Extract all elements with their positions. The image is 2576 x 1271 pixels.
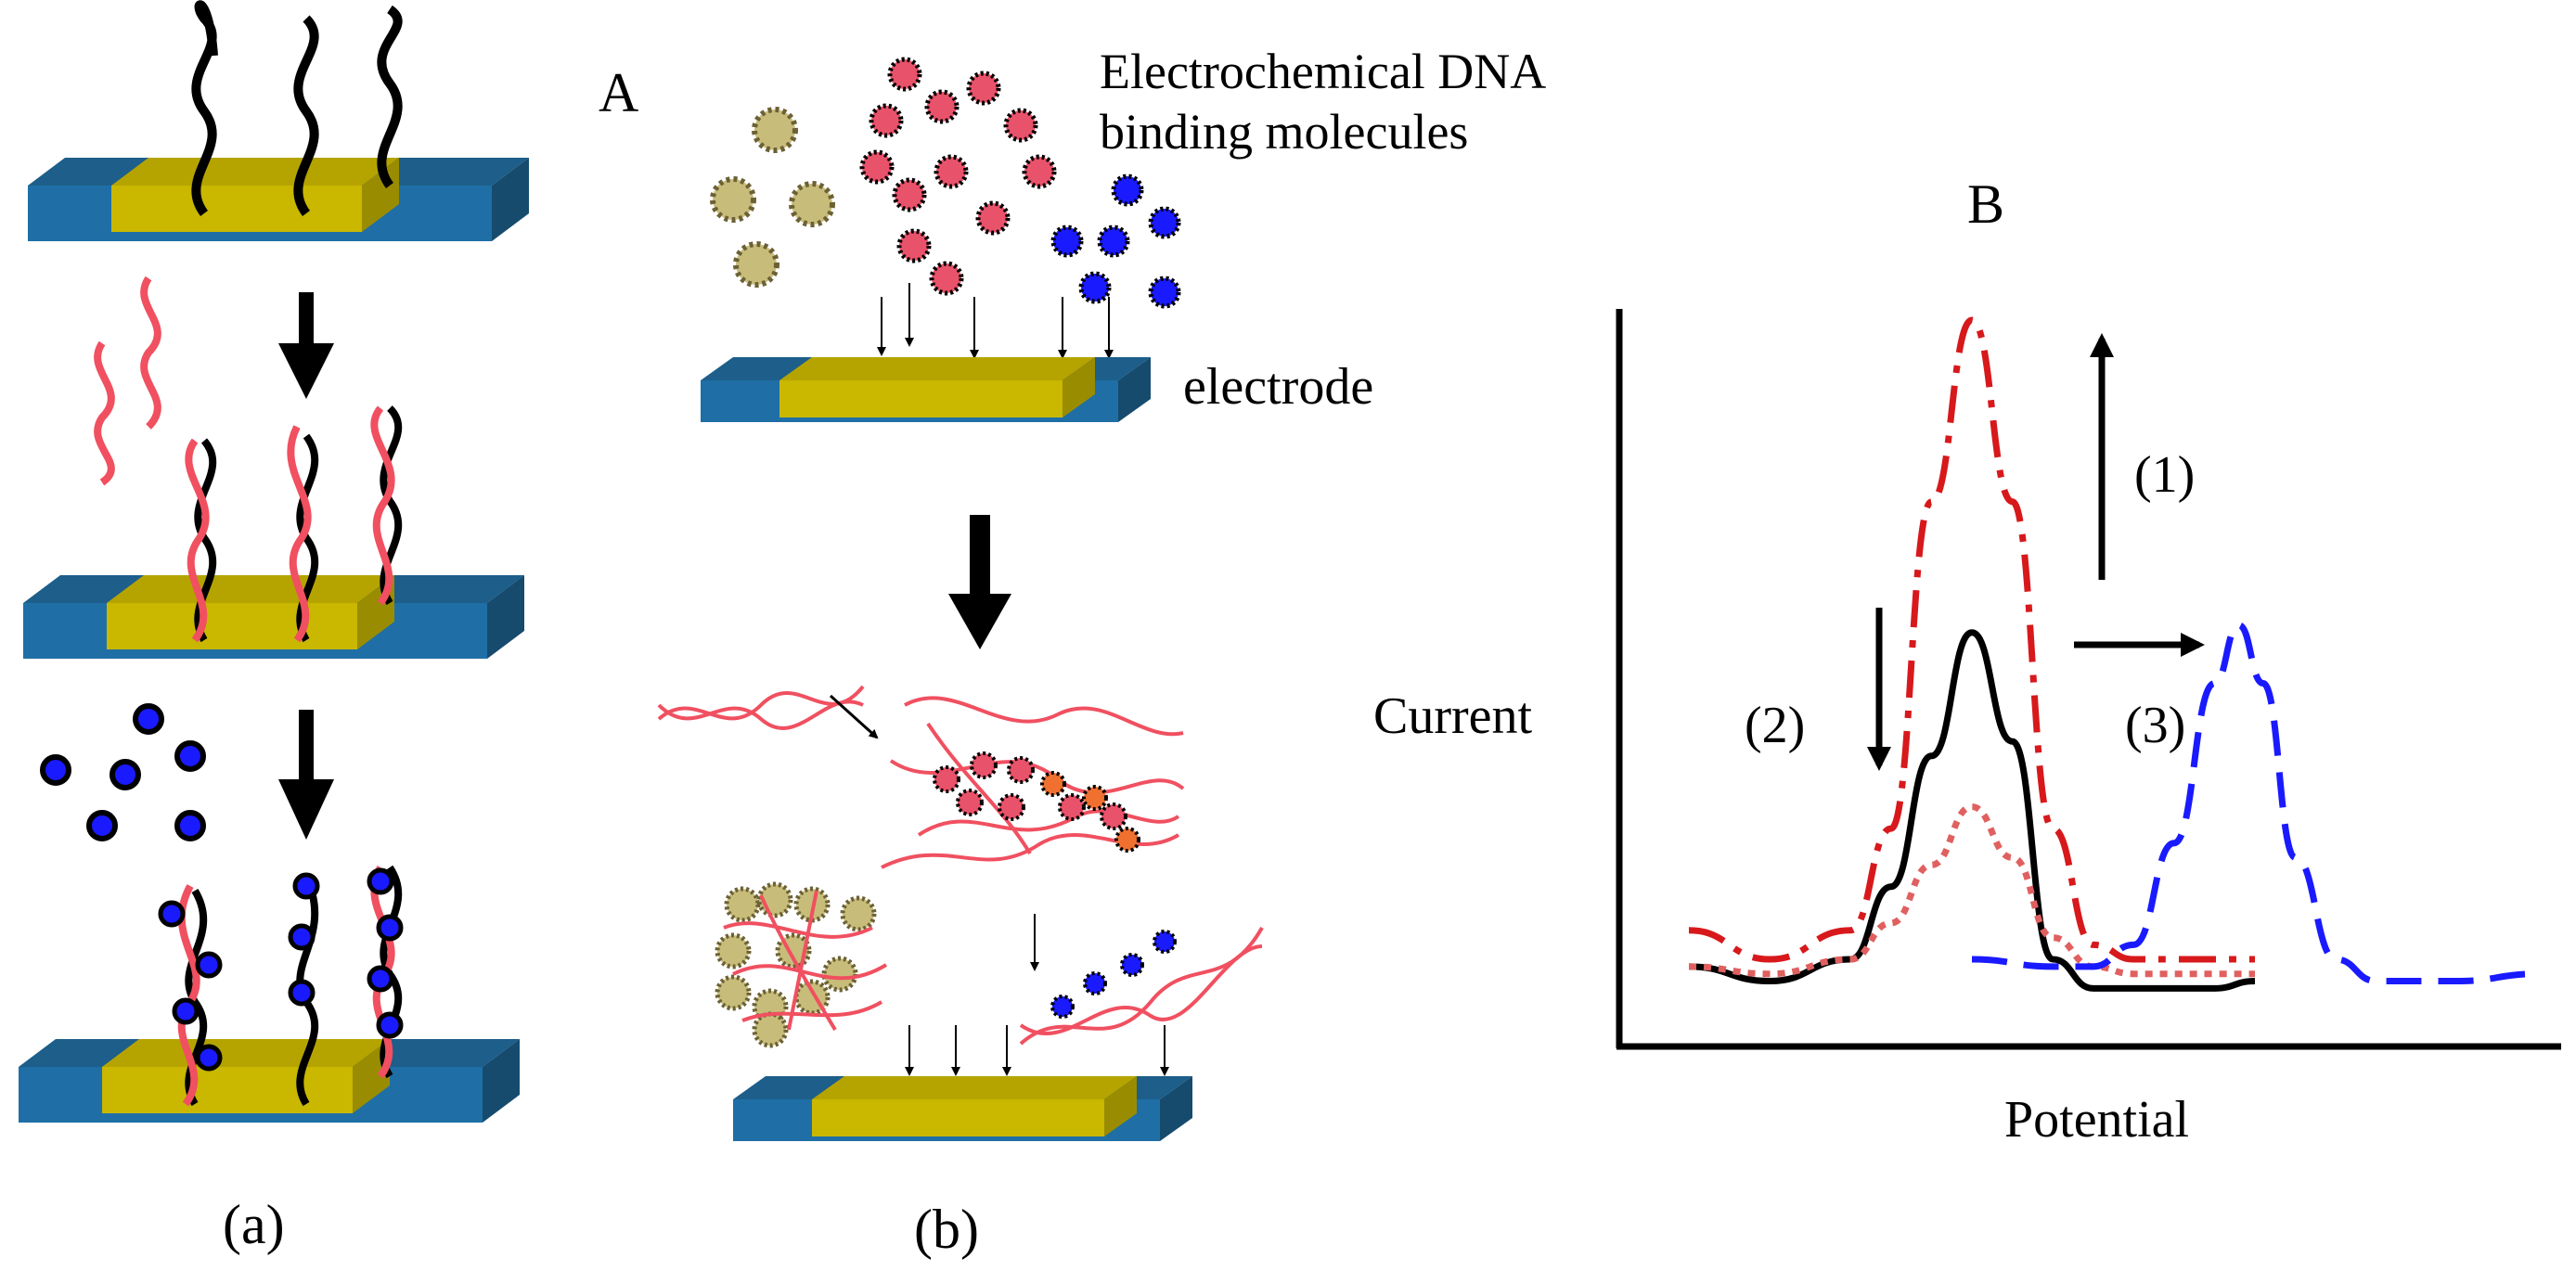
dna-approach-arrow bbox=[829, 694, 879, 739]
free-intercalators-a bbox=[40, 703, 206, 841]
binding-molecules-label-line2: binding molecules bbox=[1100, 104, 1468, 160]
blue-binders bbox=[1050, 173, 1181, 309]
bound-dna-b bbox=[1019, 927, 1264, 1046]
binding-arrows-top bbox=[877, 283, 1114, 359]
hybrid-strands-a2 bbox=[185, 405, 403, 643]
binding-molecules-label-line1: Electrochemical DNA bbox=[1100, 44, 1546, 99]
annotation-3: (3) bbox=[2074, 633, 2205, 754]
panel-label-a: A bbox=[599, 62, 638, 123]
arrow-a1 bbox=[278, 292, 334, 399]
series-dotted-pink bbox=[1688, 803, 2255, 978]
yellow-aggregate bbox=[715, 881, 888, 1048]
annotation-1-label: (1) bbox=[2134, 446, 2195, 504]
annotation-2: (2) bbox=[1745, 608, 1891, 771]
electrode-b-top bbox=[701, 357, 1151, 422]
annotation-2-label: (2) bbox=[1745, 697, 1805, 754]
series-dashed-blue bbox=[1971, 622, 2539, 985]
target-strands-free bbox=[94, 276, 161, 486]
electrode-label: electrode bbox=[1183, 358, 1373, 416]
red-binders bbox=[859, 57, 1057, 296]
electrode-a2 bbox=[23, 575, 524, 659]
panel-b-diagram: A Electrochemical DNA binding molecules bbox=[599, 44, 1546, 1260]
yellow-binders bbox=[710, 107, 835, 288]
caption-a: (a) bbox=[223, 1194, 285, 1255]
arrow-b bbox=[948, 515, 1011, 649]
panel-label-b: B bbox=[1967, 173, 2004, 235]
free-dna-double-helix bbox=[657, 685, 865, 730]
electrode-a3 bbox=[19, 1039, 520, 1123]
panel-a-diagram: (a) bbox=[19, 0, 529, 1255]
annotation-3-label: (3) bbox=[2125, 697, 2185, 754]
red-aggregate bbox=[881, 696, 1185, 869]
caption-b: (b) bbox=[914, 1199, 979, 1260]
annotation-1: (1) bbox=[2090, 333, 2195, 580]
x-axis-label: Potential bbox=[2004, 1091, 2189, 1149]
chart-series-layer bbox=[1688, 316, 2539, 992]
arrow-a2 bbox=[278, 710, 334, 840]
binding-arrows-bottom bbox=[905, 914, 1169, 1076]
electrode-b-bottom bbox=[733, 1076, 1192, 1141]
y-axis-label: Current bbox=[1373, 687, 1533, 745]
probe-strands-a1 bbox=[191, 0, 403, 216]
series-solid-black bbox=[1688, 629, 2256, 992]
series-dashdot-red bbox=[1688, 316, 2255, 963]
bound-intercalators-a3 bbox=[158, 867, 404, 1072]
electrode-a1 bbox=[28, 158, 529, 241]
panel-b-chart: B Current Potential (1) (2) (3) bbox=[1373, 173, 2561, 1149]
